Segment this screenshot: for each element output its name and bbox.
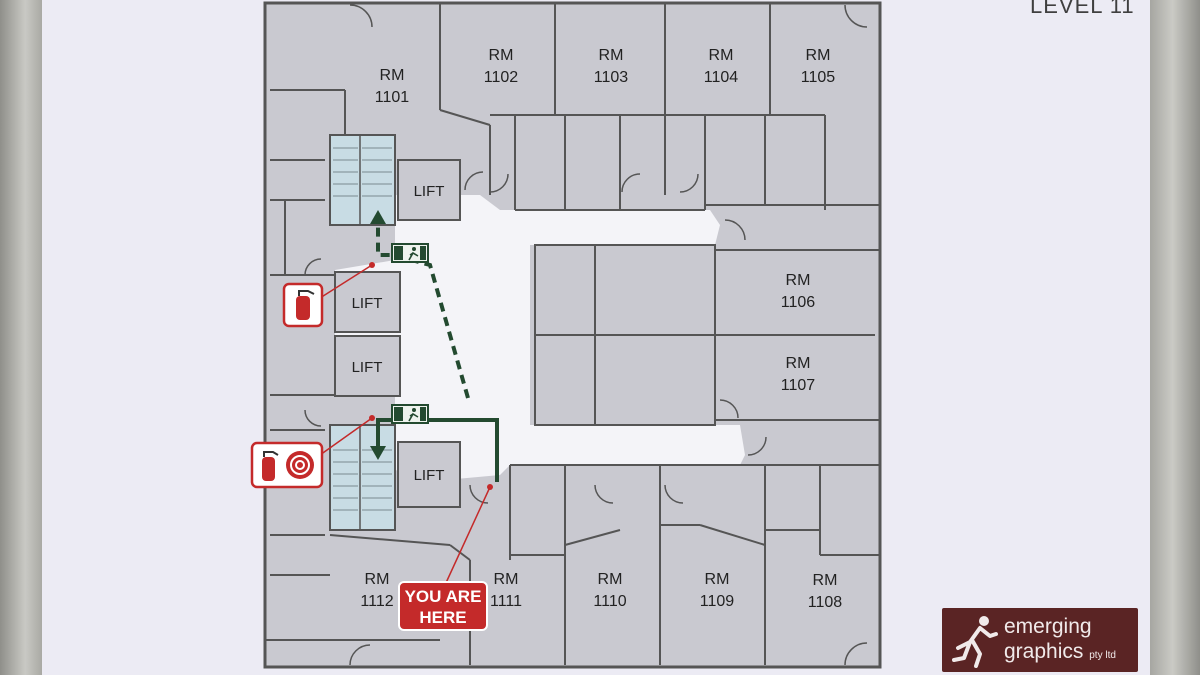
room-labels: RM 1101 RM 1102 RM 1103 RM 1104 RM 1105 … bbox=[360, 47, 842, 611]
room-number: 1104 bbox=[704, 69, 739, 86]
exit-sign-icon bbox=[391, 243, 429, 263]
lift-shaft-3 bbox=[334, 335, 401, 397]
you-are-here-line1: YOU ARE bbox=[405, 587, 482, 606]
callout-line bbox=[319, 417, 373, 456]
frame-left bbox=[0, 0, 42, 675]
room-number: 1105 bbox=[801, 69, 836, 86]
room-number: 1112 bbox=[360, 593, 393, 610]
lift-shaft-1 bbox=[397, 159, 461, 221]
room-number: 1111 bbox=[490, 593, 522, 610]
room-prefix: RM bbox=[806, 47, 831, 64]
room-prefix: RM bbox=[813, 572, 838, 589]
room-prefix: RM bbox=[705, 571, 730, 588]
lift-label: LIFT bbox=[414, 183, 445, 200]
you-are-here-dot bbox=[487, 484, 493, 490]
room-number: 1103 bbox=[594, 69, 629, 86]
lift-label: LIFT bbox=[352, 359, 383, 376]
room-number: 1110 bbox=[593, 593, 626, 610]
room-prefix: RM bbox=[599, 47, 624, 64]
room-prefix: RM bbox=[786, 272, 811, 289]
level-title: LEVEL 11 bbox=[1030, 0, 1135, 18]
room-prefix: RM bbox=[489, 47, 514, 64]
brand-suffix: pty ltd bbox=[1089, 650, 1116, 661]
evacuation-route-top bbox=[370, 210, 470, 399]
callout-line bbox=[319, 264, 373, 299]
running-man-icon bbox=[952, 616, 998, 668]
frame-right bbox=[1150, 0, 1200, 675]
room-number: 1106 bbox=[781, 294, 816, 311]
lift-label: LIFT bbox=[352, 295, 383, 312]
lift-shaft-4 bbox=[397, 441, 461, 508]
lift-label: LIFT bbox=[414, 467, 445, 484]
room-number: 1102 bbox=[484, 69, 519, 86]
fire-extinguisher-icon bbox=[282, 282, 324, 328]
brand-logo: emerging graphics pty ltd bbox=[942, 608, 1138, 672]
room-prefix: RM bbox=[786, 355, 811, 372]
room-prefix: RM bbox=[380, 67, 405, 84]
stairwell-top bbox=[329, 134, 396, 226]
room-number: 1109 bbox=[700, 593, 735, 610]
stairwell-bottom bbox=[329, 424, 396, 531]
you-are-here-pointer bbox=[444, 486, 491, 586]
evacuation-route-bottom bbox=[370, 418, 499, 482]
callout-dot bbox=[369, 415, 375, 421]
brand-line2: graphics bbox=[1004, 640, 1084, 663]
walls bbox=[265, 3, 880, 665]
room-prefix: RM bbox=[365, 571, 390, 588]
brand-line1: emerging bbox=[1004, 615, 1092, 638]
room-prefix: RM bbox=[494, 571, 519, 588]
you-are-here-line2: HERE bbox=[419, 608, 466, 627]
exit-sign-icon bbox=[391, 404, 429, 424]
room-prefix: RM bbox=[598, 571, 623, 588]
room-number: 1101 bbox=[375, 89, 410, 106]
callout-dot bbox=[369, 262, 375, 268]
corridor bbox=[335, 195, 745, 480]
room-number: 1108 bbox=[808, 594, 843, 611]
you-are-here-badge: YOU ARE HERE bbox=[398, 581, 488, 631]
door-swings bbox=[304, 4, 868, 666]
room-number: 1107 bbox=[781, 377, 816, 394]
fire-hose-reel-icon bbox=[250, 441, 324, 489]
room-prefix: RM bbox=[709, 47, 734, 64]
